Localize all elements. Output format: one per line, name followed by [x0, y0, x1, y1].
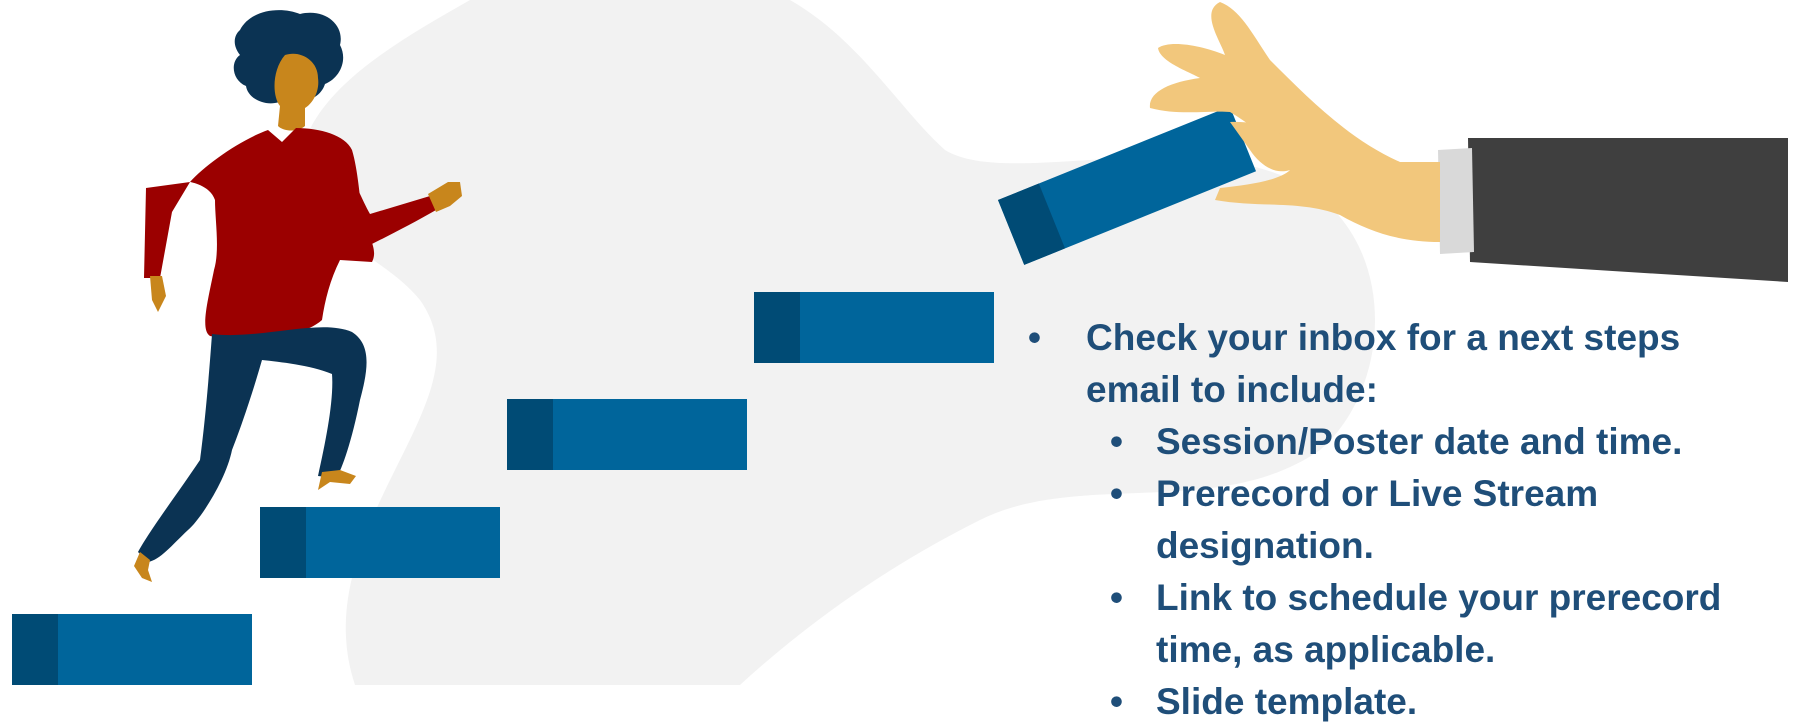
step-4: [754, 292, 994, 363]
person-climbing-illustration: [134, 10, 462, 582]
list-item: Session/Poster date and time.: [1086, 416, 1768, 468]
list-item: Link to schedule your prerecord time, as…: [1086, 572, 1768, 676]
step-3: [507, 399, 747, 470]
hand-placing-step-illustration: [1149, 2, 1788, 282]
next-steps-intro: Check your inbox for a next steps email …: [1028, 312, 1768, 728]
list-item-text: Prerecord or Live Stream designation.: [1156, 473, 1599, 566]
step-1: [12, 614, 252, 685]
staircase-illustration: [12, 0, 1788, 685]
list-item-text: Session/Poster date and time.: [1156, 421, 1683, 462]
list-item-text: Slide template.: [1156, 681, 1418, 722]
list-item: Prerecord or Live Stream designation.: [1086, 468, 1768, 572]
list-item-text: Link to schedule your prerecord time, as…: [1156, 577, 1722, 670]
next-steps-list: Check your inbox for a next steps email …: [1028, 312, 1768, 728]
step-2: [260, 507, 500, 578]
list-item: Slide template.: [1086, 676, 1768, 728]
next-steps-intro-text: Check your inbox for a next steps email …: [1086, 317, 1681, 410]
step-being-placed: [997, 106, 1257, 265]
